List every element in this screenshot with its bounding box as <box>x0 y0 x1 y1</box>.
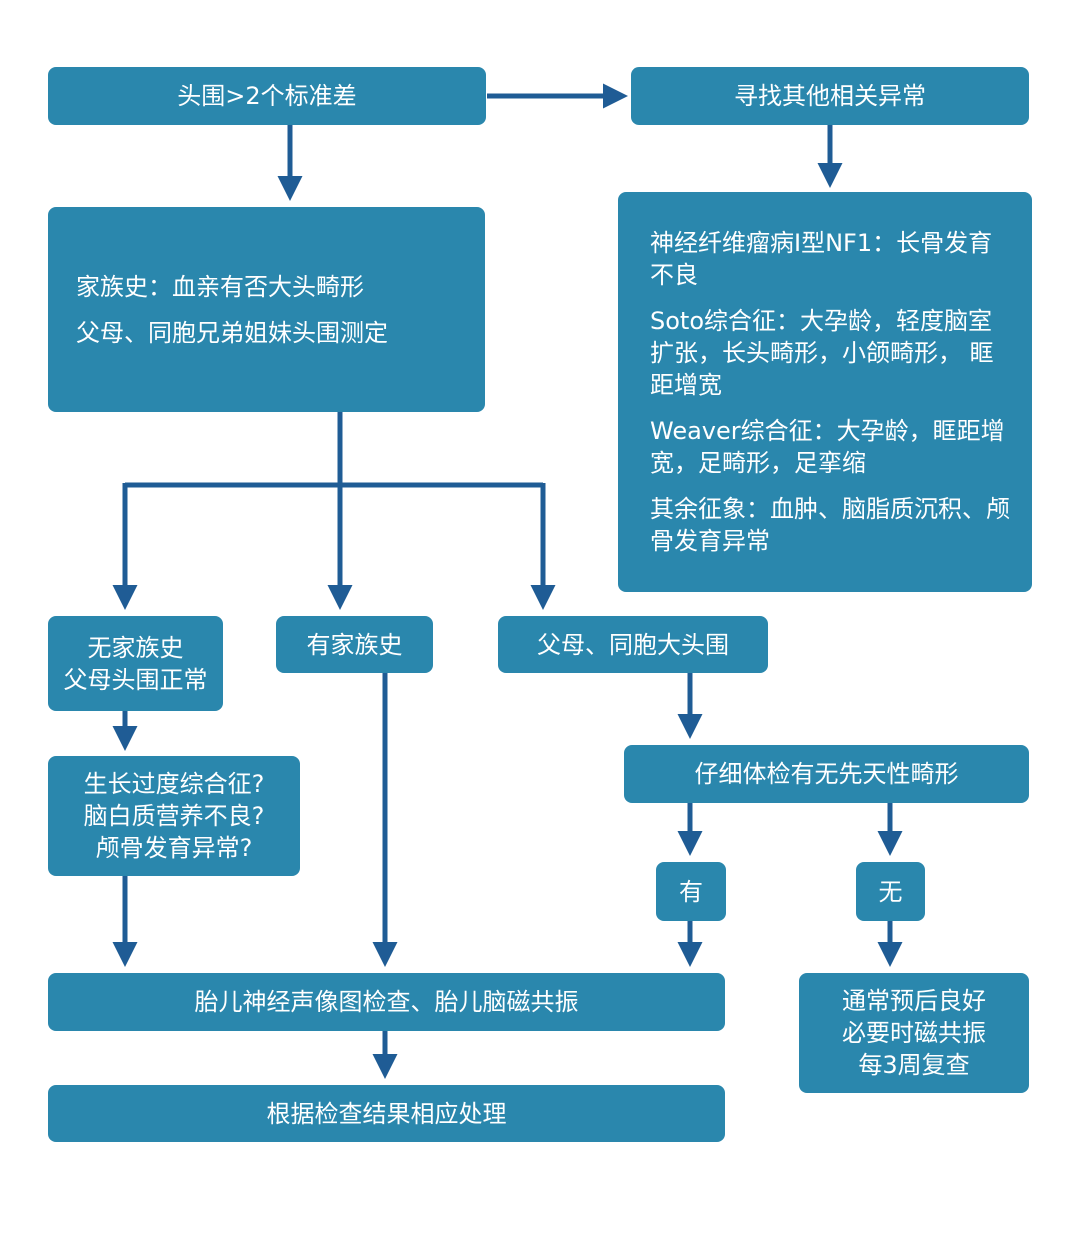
final-handling-text: 根据检查结果相应处理 <box>266 1099 507 1128</box>
head-circumference-box: 头围>2个标准差 <box>48 67 486 125</box>
final-handling-box: 根据检查结果相应处理 <box>48 1085 725 1142</box>
possible-cause-leukodystrophy: 脑白质营养不良? <box>83 802 265 830</box>
has-family-history-box: 有家族史 <box>276 616 433 673</box>
check-anomalies-box: 仔细体检有无先天性畸形 <box>624 745 1029 803</box>
find-other-anomalies-box: 寻找其他相关异常 <box>631 67 1029 125</box>
possible-causes-box: 生长过度综合征? 脑白质营养不良? 颅骨发育异常? <box>48 756 300 876</box>
condition-nf1: 神经纤维瘤病I型NF1：长骨发育不良 <box>650 229 993 289</box>
family-history-line-1: 家族史：血亲有否大头畸形 <box>76 272 364 301</box>
parents-macrocephaly-text: 父母、同胞大头围 <box>537 630 729 659</box>
yes-text: 有 <box>679 877 703 906</box>
possible-cause-overgrowth: 生长过度综合征? <box>83 770 265 798</box>
check-anomalies-text: 仔细体检有无先天性畸形 <box>694 760 959 788</box>
prognosis-line-3: 每3周复查 <box>858 1051 970 1079</box>
no-text: 无 <box>878 877 903 906</box>
condition-other-signs: 其余征象：血肿、脑脂质沉积、颅骨发育异常 <box>650 495 1010 555</box>
yes-box: 有 <box>656 862 726 921</box>
family-history-box: 家族史：血亲有否大头畸形 父母、同胞兄弟姐妹头围测定 <box>48 207 485 412</box>
head-circumference-text: 头围>2个标准差 <box>177 82 357 110</box>
imaging-text: 胎儿神经声像图检查、胎儿脑磁共振 <box>194 988 579 1016</box>
possible-cause-skull: 颅骨发育异常? <box>95 834 253 862</box>
no-family-history-line-2: 父母头围正常 <box>63 665 208 694</box>
condition-weaver: Weaver综合征：大孕龄，眶距增宽，足畸形，足挛缩 <box>650 417 1005 477</box>
no-box: 无 <box>856 862 925 921</box>
prognosis-line-1: 通常预后良好 <box>842 987 986 1015</box>
no-family-history-line-1: 无家族史 <box>87 633 184 662</box>
prognosis-line-2: 必要时磁共振 <box>842 1019 986 1047</box>
imaging-box: 胎儿神经声像图检查、胎儿脑磁共振 <box>48 973 725 1031</box>
find-other-anomalies-text: 寻找其他相关异常 <box>734 82 926 110</box>
has-family-history-text: 有家族史 <box>306 630 403 659</box>
condition-soto: Soto综合征：大孕龄，轻度脑室扩张，长头畸形，小颌畸形， 眶距增宽 <box>650 307 994 399</box>
good-prognosis-box: 通常预后良好 必要时磁共振 每3周复查 <box>799 973 1029 1093</box>
parents-macrocephaly-box: 父母、同胞大头围 <box>498 616 768 673</box>
no-family-history-box: 无家族史 父母头围正常 <box>48 616 223 711</box>
related-conditions-box: 神经纤维瘤病I型NF1：长骨发育不良 Soto综合征：大孕龄，轻度脑室扩张，长头… <box>618 192 1032 592</box>
family-history-line-2: 父母、同胞兄弟姐妹头围测定 <box>76 318 388 347</box>
